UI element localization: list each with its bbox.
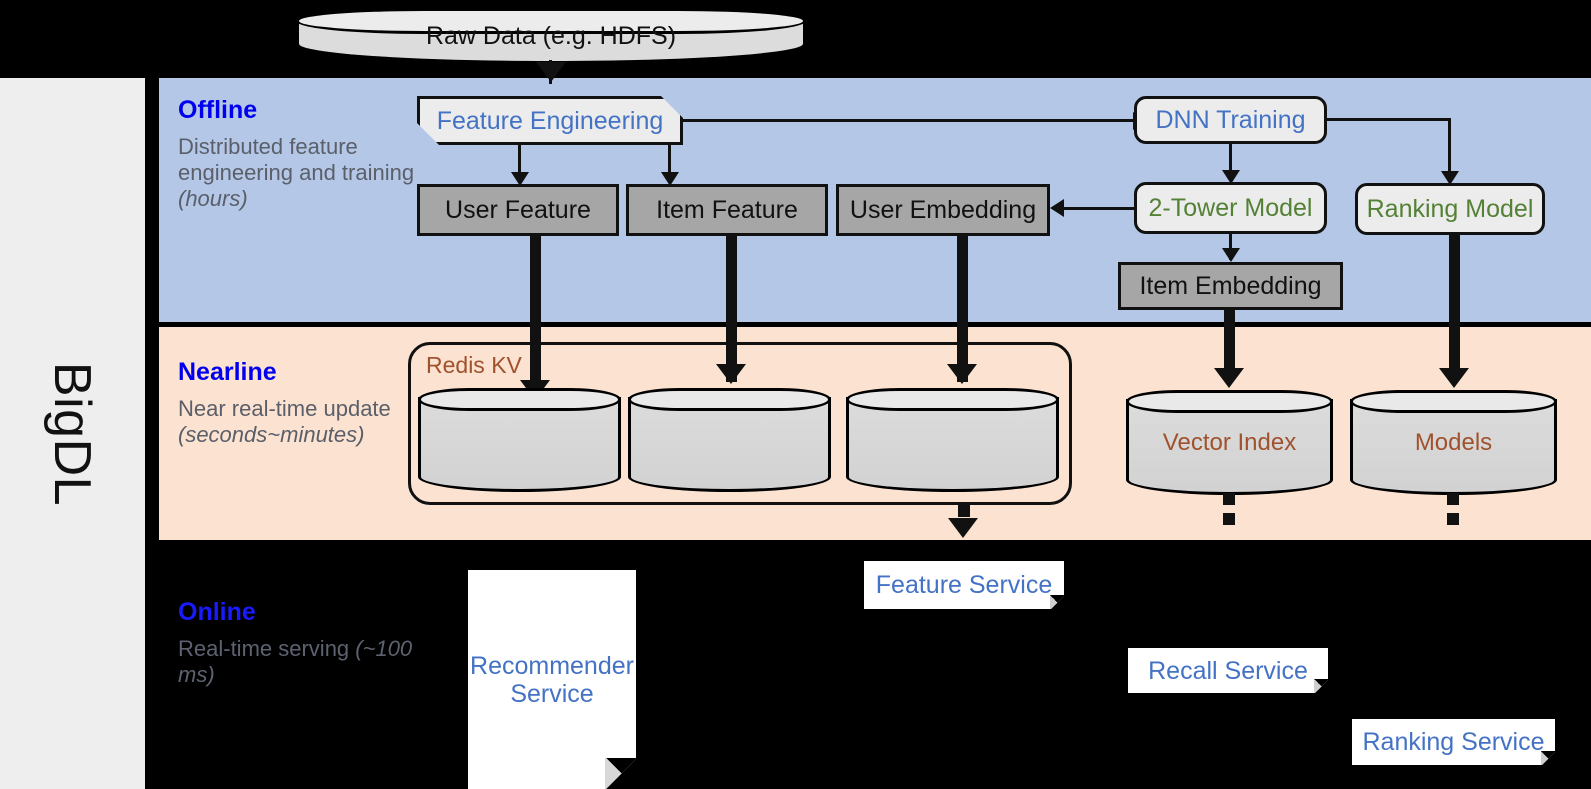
recall-service-card[interactable]: Recall Service [1128, 648, 1328, 693]
user-feature-store[interactable]: User Feature [417, 184, 619, 236]
edge-twotower-itemembedding [1229, 234, 1232, 260]
redis-store-2-body [628, 397, 831, 492]
offline-stage-desc: Distributed feature engineering and trai… [178, 134, 415, 211]
feature-engineering-node[interactable]: Feature Engineering [417, 96, 683, 145]
caption-offline: Offline Distributed feature engineering … [178, 96, 418, 212]
models-store[interactable]: Models [1350, 390, 1557, 495]
pipe-itemembedding-vectorindex [1224, 310, 1235, 376]
redis-store-1-label [418, 388, 621, 492]
two-tower-model-label: 2-Tower Model [1148, 194, 1313, 222]
redis-store-1-body [418, 397, 621, 492]
edge-fe-userfeature-arrow [511, 172, 529, 186]
redis-store-1-top [418, 388, 621, 411]
redis-store-1[interactable] [418, 388, 621, 492]
bigdl-label: BigDL [43, 361, 102, 506]
item-embedding-label: Item Embedding [1139, 272, 1322, 300]
dot-vectorindex-1 [1223, 493, 1235, 505]
pipe-itemfeature-redis [726, 236, 737, 382]
two-tower-model-node[interactable]: 2-Tower Model [1134, 182, 1327, 234]
item-embedding-store[interactable]: Item Embedding [1118, 262, 1343, 310]
edge-dnn-ranking-arrow [1441, 171, 1459, 185]
redis-kv-container [408, 342, 1072, 505]
edge-rawdata-fe-arrow [536, 62, 566, 82]
models-label: Models [1414, 428, 1493, 456]
user-embedding-label: User Embedding [849, 196, 1037, 224]
caption-online: Online Real-time serving (~100 ms) [178, 598, 418, 688]
recall-service-label: Recall Service [1148, 656, 1308, 685]
dnn-training-label: DNN Training [1155, 106, 1306, 134]
edge-dnn-twotower [1229, 144, 1232, 179]
caption-nearline: Nearline Near real-time update (seconds~… [178, 358, 418, 448]
models-body [1350, 399, 1557, 495]
online-stage-desc: Real-time serving (~100 ms) [178, 636, 413, 687]
bigdl-rail: BigDL [0, 78, 145, 789]
nearline-stage-desc: Near real-time update (seconds~minutes) [178, 396, 391, 447]
pipe-itemfeature-redis-arrow [716, 364, 746, 384]
vector-index-top [1126, 390, 1333, 414]
feature-engineering-label: Feature Engineering [436, 106, 664, 135]
feature-service-label: Feature Service [875, 571, 1053, 599]
edge-twotower-itemembedding-arrow [1222, 248, 1240, 262]
nearline-stage-name: Nearline [178, 358, 277, 386]
edge-fe-itemfeature [668, 145, 671, 181]
edge-fe-itemfeature-arrow [661, 172, 679, 186]
online-stage-name: Online [178, 598, 256, 626]
models-top [1350, 390, 1557, 414]
ranking-service-label: Ranking Service [1362, 728, 1545, 756]
dot-redis-featureservice [958, 505, 970, 517]
pipe-rankingmodel-models-arrow [1439, 368, 1469, 388]
pipe-rankingmodel-models [1449, 234, 1460, 376]
pipe-userembedding-redis-arrow [947, 364, 977, 384]
raw-data-top [296, 8, 806, 34]
redis-store-2[interactable] [628, 388, 831, 492]
offline-stage-name: Offline [178, 96, 258, 124]
edge-twotower-userembedding-arrow [1050, 199, 1064, 217]
dot-models-2 [1447, 513, 1459, 525]
edge-twotower-userembedding [1063, 207, 1135, 210]
pipe-userfeature-redis [530, 236, 541, 400]
ranking-model-label: Ranking Model [1366, 195, 1534, 223]
vector-index-label: Vector Index [1162, 428, 1297, 456]
raw-data-store[interactable]: Raw Data (e.g. HDFS) [296, 8, 806, 64]
redis-kv-label: Redis KV [426, 352, 522, 378]
dnn-training-node[interactable]: DNN Training [1134, 96, 1327, 144]
raw-data-label: Raw Data (e.g. HDFS) [425, 21, 677, 50]
item-feature-store[interactable]: Item Feature [626, 184, 828, 236]
edge-dnn-ranking-h [1327, 118, 1451, 121]
redis-store-2-top [628, 388, 831, 411]
recommender-service-label: Recommender Service [470, 651, 634, 708]
pipe-itemembedding-vectorindex-arrow [1214, 368, 1244, 388]
arrow-redis-featureservice [948, 518, 978, 538]
redis-store-3-body [846, 397, 1059, 492]
edge-fe-dnn [683, 119, 1135, 122]
feature-service-card[interactable]: Feature Service [864, 561, 1064, 609]
ranking-model-node[interactable]: Ranking Model [1355, 183, 1545, 235]
edge-dnn-twotower-arrow [1222, 170, 1240, 184]
edge-fe-userfeature [518, 145, 521, 181]
edge-dnn-ranking-v [1448, 118, 1451, 180]
recommender-service-card[interactable]: Recommender Service [468, 570, 636, 789]
dot-models-1 [1447, 493, 1459, 505]
redis-store-2-label [628, 388, 831, 492]
dot-vectorindex-2 [1223, 513, 1235, 525]
ranking-service-card[interactable]: Ranking Service [1352, 719, 1555, 765]
redis-store-3-top [846, 388, 1059, 411]
redis-store-3-label [846, 388, 1059, 492]
pipe-userembedding-redis [957, 236, 968, 382]
item-feature-label: Item Feature [656, 196, 798, 224]
vector-index-store[interactable]: Vector Index [1126, 390, 1333, 495]
user-embedding-store[interactable]: User Embedding [836, 184, 1050, 236]
user-feature-label: User Feature [445, 196, 591, 224]
redis-store-3[interactable] [846, 388, 1059, 492]
